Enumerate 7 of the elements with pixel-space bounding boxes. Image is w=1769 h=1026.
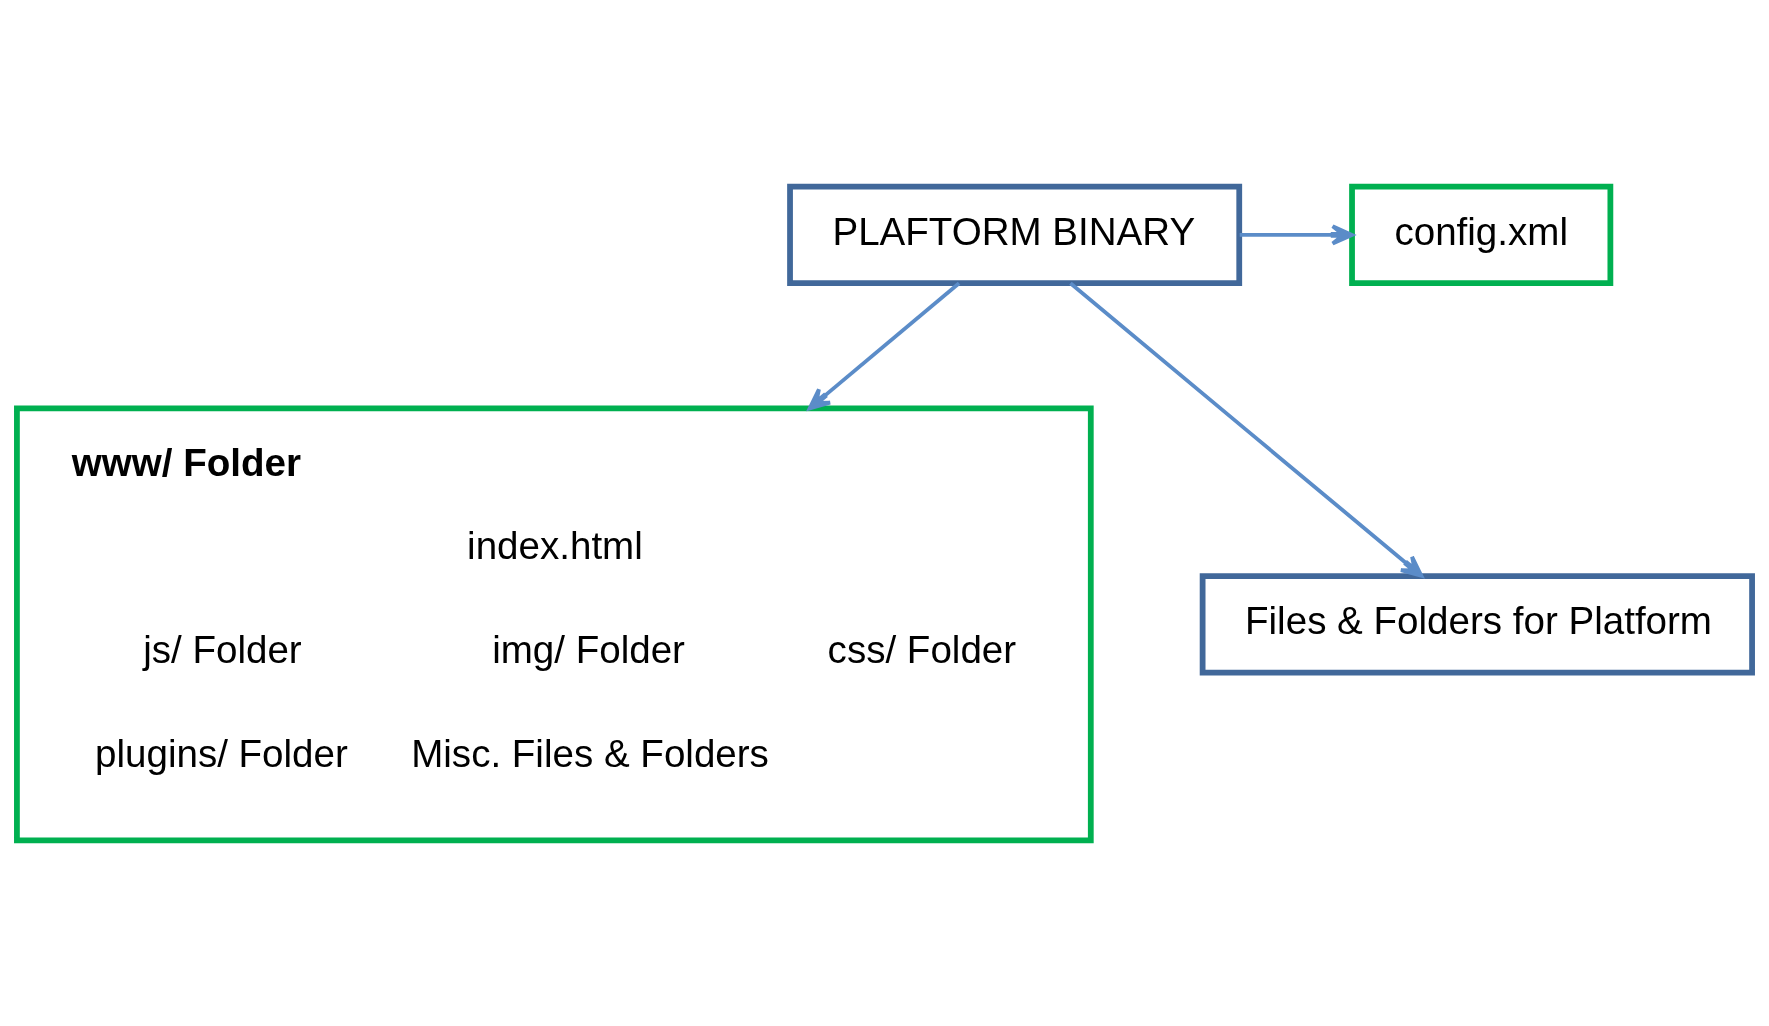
arrow [807, 281, 961, 410]
arrow [1069, 281, 1424, 578]
node-box: PLAFTORM BINARY [787, 183, 1243, 286]
node-box: Files & Folders for Platform [1199, 572, 1755, 675]
node-box: www/ Folder index.html js/ Folder img/ Folder css/ Folder plugins/ Folder Misc. Files & Folders [14, 405, 1094, 843]
arrow [1239, 223, 1354, 245]
node-box: config.xml [1349, 183, 1614, 286]
